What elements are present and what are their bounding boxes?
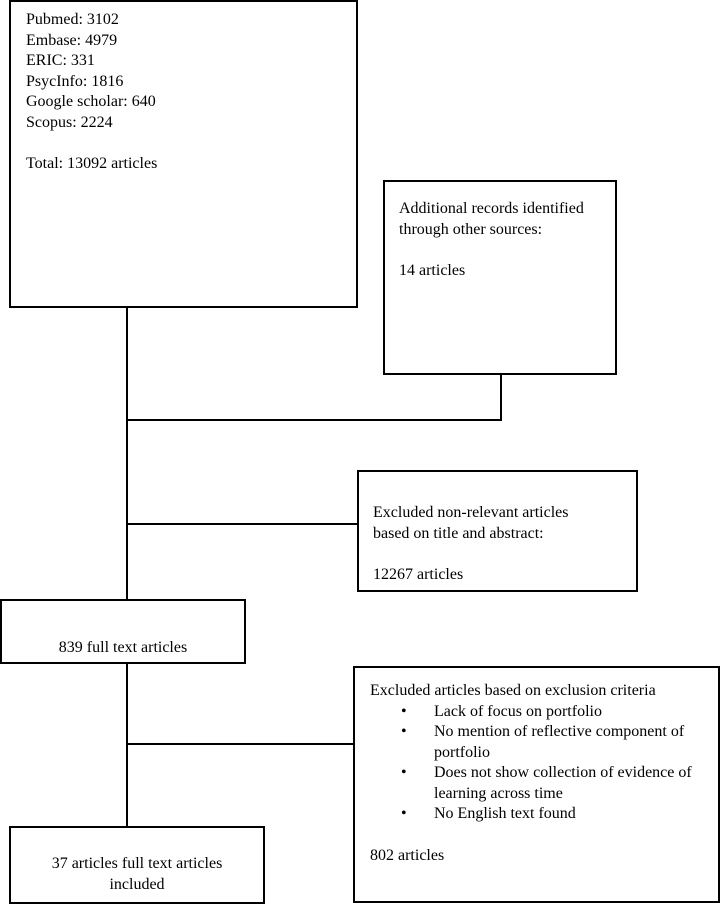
additional-heading-line2: through other sources: xyxy=(399,220,543,238)
included-line1: 37 articles full text articles xyxy=(51,855,223,872)
database-line-embase: Embase: 4979 xyxy=(26,31,118,49)
list-item: • Lack of focus on portfolio xyxy=(401,702,711,723)
excluded-title-abstract-box: Excluded non-relevant articles based on … xyxy=(357,470,638,592)
excluded-title-heading-line1: Excluded non-relevant articles xyxy=(373,504,569,521)
included-line2: included xyxy=(109,875,165,893)
excluded-criteria-box: Excluded articles based on exclusion cri… xyxy=(353,666,720,903)
additional-records-box: Additional records identified through ot… xyxy=(383,180,617,375)
included-articles-box: 37 articles full text articles included xyxy=(9,826,265,904)
list-item: • No mention of reflective component of p… xyxy=(401,722,711,763)
database-line-scopus: Scopus: 2224 xyxy=(26,113,113,131)
full-text-label: 839 full text articles xyxy=(58,639,188,656)
connector-additional-join xyxy=(126,419,502,421)
database-line-eric: ERIC: 331 xyxy=(26,52,95,69)
bullet-icon: • xyxy=(401,723,407,740)
criterion-text: No mention of reflective component of po… xyxy=(434,723,685,761)
criterion-text: Lack of focus on portfolio xyxy=(434,702,602,720)
connector-main-lower xyxy=(126,664,128,826)
bullet-icon: • xyxy=(401,805,407,822)
bullet-icon: • xyxy=(401,702,407,720)
criterion-text: Does not show collection of evidence of … xyxy=(434,764,692,802)
database-line-google-scholar: Google scholar: 640 xyxy=(26,93,156,110)
exclusion-criteria-list: • Lack of focus on portfolio • No mention … xyxy=(370,702,711,825)
excluded-criteria-count: 802 articles xyxy=(370,846,445,864)
additional-heading-line1: Additional records identified xyxy=(399,200,584,217)
bullet-icon: • xyxy=(401,764,407,781)
excluded-title-count: 12267 articles xyxy=(373,566,464,583)
list-item: • Does not show collection of evidence of… xyxy=(401,763,711,804)
full-text-articles-box: 839 full text articles xyxy=(0,599,246,664)
excluded-title-heading-line2: based on title and abstract: xyxy=(373,524,544,542)
list-item: • No English text found xyxy=(401,804,711,825)
connector-title-exclusion xyxy=(126,523,358,525)
connector-additional-drop xyxy=(500,375,502,421)
connector-main-upper xyxy=(126,308,128,599)
excluded-criteria-heading: Excluded articles based on exclusion cri… xyxy=(370,682,656,699)
criterion-text: No English text found xyxy=(434,805,576,822)
connector-criteria-exclusion xyxy=(126,743,354,745)
database-line-psycinfo: PsycInfo: 1816 xyxy=(26,72,124,90)
database-total: Total: 13092 articles xyxy=(26,154,158,172)
database-sources-box: Pubmed: 3102 Embase: 4979 ERIC: 331 Psyc… xyxy=(9,0,358,308)
additional-count: 14 articles xyxy=(399,262,466,279)
database-line-pubmed: Pubmed: 3102 xyxy=(26,11,119,28)
